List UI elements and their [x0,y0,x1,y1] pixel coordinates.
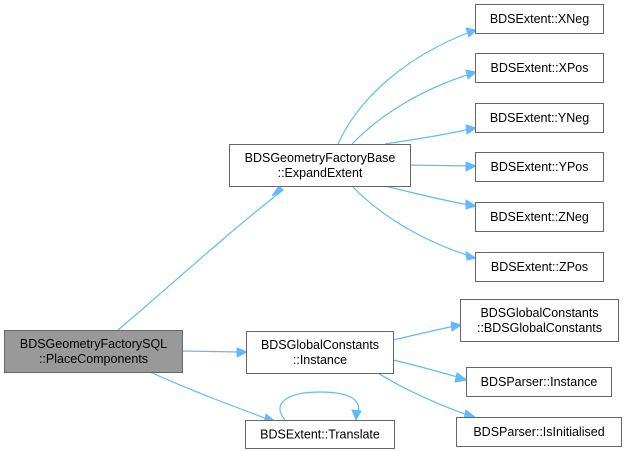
node-label: BDSExtent::Translate [260,428,380,442]
node-label: BDSParser::IsInitialised [473,425,604,439]
node-label: BDSGeometryFactoryBase [245,151,396,165]
edge-expand-yneg [384,128,471,145]
node-box [475,152,604,182]
node-parser-isinit[interactable]: BDSParser::IsInitialised [456,417,622,447]
node-label: ::Instance [293,353,347,367]
node-label: BDSGlobalConstants [261,338,379,352]
node-box [245,420,395,449]
node-box [475,4,604,34]
node-label: BDSExtent::YNeg [490,111,589,125]
edge-root-global [181,350,242,353]
node-box [475,202,604,232]
arrowhead-expand-ypos [465,161,478,172]
arrowhead-expand-yneg [465,124,478,135]
node-global-instance[interactable]: BDSGlobalConstants::Instance [246,331,394,374]
node-label: BDSExtent::XNeg [490,12,589,26]
node-box [456,417,622,447]
node-label: ::PlaceComponents [39,352,148,366]
arrowhead-root-expand [271,185,284,197]
node-label: BDSParser::Instance [481,375,598,389]
node-label: BDSExtent::XPos [491,61,589,75]
edge-global-ctor [392,325,456,341]
edge-expand-zpos [351,185,471,257]
node-label: ::BDSGlobalConstants [477,321,602,335]
arrowhead-expand-zneg [465,199,478,210]
node-box [246,331,394,374]
node-xneg[interactable]: BDSExtent::XNeg [475,4,604,34]
node-yneg[interactable]: BDSExtent::YNeg [475,103,604,133]
node-box [466,367,612,397]
node-label: ::ExpandExtent [278,166,363,180]
node-root[interactable]: BDSGeometryFactorySQL::PlaceComponents [4,330,183,373]
edge-global-pinst [392,359,462,379]
edge-root-translate [149,371,271,421]
node-translate[interactable]: BDSExtent::Translate [245,420,395,449]
arrowhead-root-global [236,347,249,358]
edge-global-pisinit [377,372,471,417]
node-box [475,103,604,133]
node-box [4,330,183,373]
node-label: BDSGlobalConstants [480,306,598,320]
node-zneg[interactable]: BDSExtent::ZNeg [475,202,604,232]
edge-expand-xneg [337,31,471,145]
arrowhead-global-ctor [450,321,463,332]
edge-expand-zneg [384,185,471,206]
node-global-ctor[interactable]: BDSGlobalConstants::BDSGlobalConstants [460,299,619,342]
node-box [475,53,604,83]
node-expand-extent[interactable]: BDSGeometryFactoryBase::ExpandExtent [229,144,411,187]
arrowhead-expand-xneg [465,27,478,38]
node-xpos[interactable]: BDSExtent::XPos [475,53,604,83]
arrowhead-expand-zpos [465,251,478,261]
arrowhead-global-pinst [454,372,469,383]
node-box [460,299,619,342]
arrowhead-expand-xpos [465,69,478,80]
node-label: BDSExtent::ZPos [491,260,588,274]
node-zpos[interactable]: BDSExtent::ZPos [475,252,604,282]
node-label: BDSGeometryFactorySQL [20,337,167,351]
node-label: BDSExtent::YPos [491,160,589,174]
edge-translate-self [279,391,360,421]
edge-root-expand [117,189,284,331]
node-box [475,252,604,282]
edge-expand-xpos [351,73,471,145]
node-parser-instance[interactable]: BDSParser::Instance [466,367,612,397]
edge-expand-ypos [409,164,471,167]
node-label: BDSExtent::ZNeg [490,210,589,224]
node-box [229,144,411,187]
node-ypos[interactable]: BDSExtent::YPos [475,152,604,182]
arrowhead-translate-self [351,409,362,422]
